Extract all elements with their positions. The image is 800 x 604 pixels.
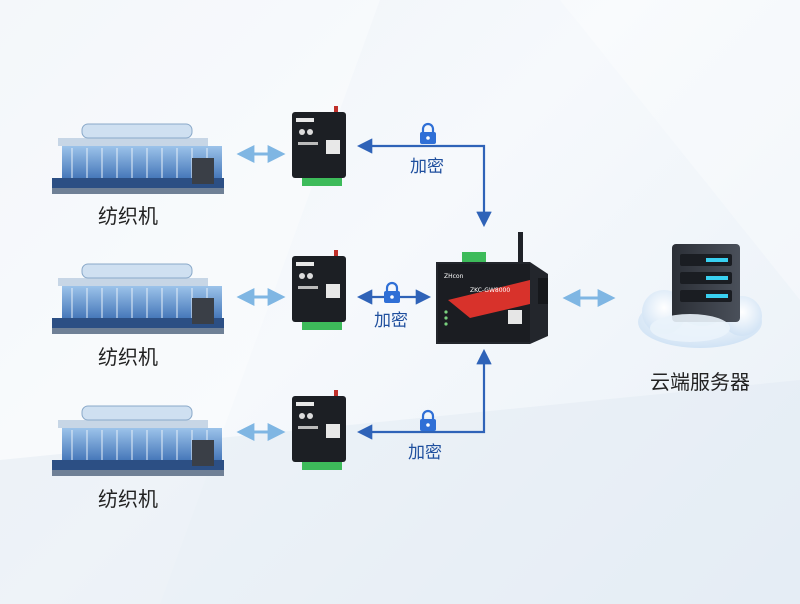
machine-label-1: 纺织机 xyxy=(98,204,158,228)
collector-module-3 xyxy=(292,390,346,470)
loom-machine-3 xyxy=(52,405,224,476)
lock-icon xyxy=(420,122,436,144)
collector-module-2 xyxy=(292,250,346,330)
cloud-server-icon xyxy=(638,244,762,348)
encrypted-link-3 xyxy=(356,348,492,440)
encryption-label-3: 加密 xyxy=(408,443,442,463)
loom-machine-1 xyxy=(52,123,224,194)
encrypted-link-1 xyxy=(356,138,492,228)
lock-icon xyxy=(420,409,436,431)
machine-label-3: 纺织机 xyxy=(98,487,158,511)
gateway-device: ZHcon ZKC-GW8000 xyxy=(436,232,548,344)
gateway-brand: ZHcon xyxy=(444,273,464,280)
gateway-model: ZKC-GW8000 xyxy=(470,287,510,294)
loom-machine-2 xyxy=(52,263,224,334)
machine-label-2: 纺织机 xyxy=(98,345,158,369)
server-label: 云端服务器 xyxy=(650,370,750,394)
collector-module-1 xyxy=(292,106,346,186)
encryption-label-2: 加密 xyxy=(374,311,408,331)
encryption-label-1: 加密 xyxy=(410,157,444,177)
lock-icon xyxy=(384,281,400,303)
